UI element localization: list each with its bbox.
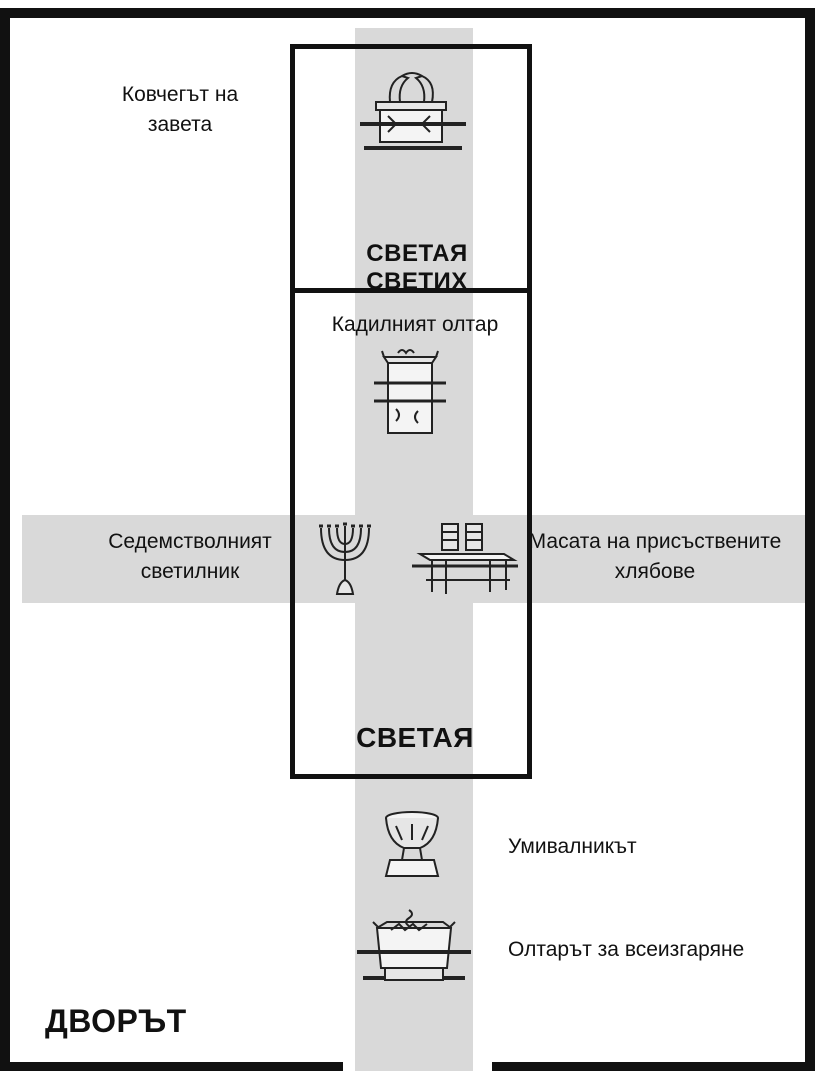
sanctuary-outline: [290, 44, 532, 779]
incense-altar-icon: [374, 349, 446, 434]
holy-of-holies-title: СВЕТАЯ СВЕТИХ: [366, 240, 468, 295]
courtyard-wall-bottom-right: [492, 1062, 815, 1071]
courtyard-title: ДВОРЪТ: [45, 1003, 187, 1039]
burnt-offering-altar-icon: [357, 909, 471, 981]
holy-place-title: СВЕТАЯ: [356, 722, 474, 753]
ark-label: Ковчегът на завета: [121, 83, 239, 136]
veil-divider: [290, 288, 532, 293]
incense-altar-label: Кадилният олтар: [331, 313, 499, 336]
burnt-offering-altar-label: Олтарът за всеизгаряне: [508, 938, 745, 961]
showbread-table-icon: [412, 523, 518, 594]
horizontal-band: [22, 515, 805, 603]
menorah-icon: [319, 522, 371, 595]
menorah-label: Седемстволният светилник: [108, 530, 272, 583]
courtyard-wall-left: [0, 8, 10, 1071]
laver-icon: [384, 811, 440, 877]
courtyard-wall-right: [805, 8, 815, 1071]
showbread-table-label: Масата на присъствените хлябове: [528, 530, 782, 583]
courtyard-wall-bottom-left: [0, 1062, 343, 1071]
courtyard-wall-top: [0, 8, 815, 18]
ark-icon: [360, 72, 466, 150]
laver-label: Умивалникът: [508, 835, 637, 858]
